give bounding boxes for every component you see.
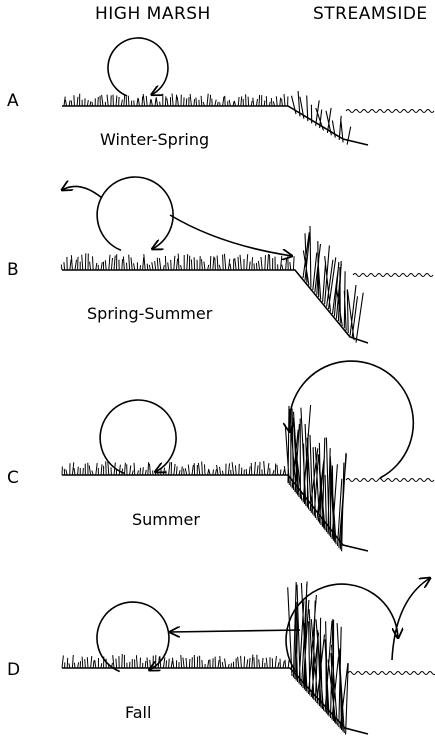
panel-d-diagram	[62, 578, 435, 735]
water-surface	[348, 672, 435, 675]
nutrient-cycle-arrow	[108, 38, 168, 96]
tall-grass	[288, 582, 349, 735]
nutrient-cycle-arrow	[97, 602, 169, 671]
panel-b-diagram	[61, 177, 433, 343]
return-arrow	[170, 630, 300, 632]
export-arrow	[62, 186, 102, 198]
short-grass	[62, 654, 289, 668]
nutrient-cycle-arrow	[97, 177, 173, 250]
panel-c-diagram	[62, 361, 434, 551]
short-grass	[61, 253, 294, 270]
water-surface	[346, 479, 434, 482]
short-grass	[62, 461, 286, 475]
water-surface	[353, 274, 433, 277]
export-arrow	[392, 578, 430, 660]
tall-grass	[285, 405, 346, 551]
short-grass	[64, 94, 288, 107]
water-surface	[346, 110, 434, 113]
tall-grass	[292, 91, 351, 145]
tall-grass	[303, 226, 363, 343]
panel-a-diagram	[62, 38, 434, 145]
transfer-arrow	[170, 215, 292, 256]
nutrient-cycle-arrow	[100, 400, 176, 473]
marsh-ground-line	[62, 270, 368, 343]
